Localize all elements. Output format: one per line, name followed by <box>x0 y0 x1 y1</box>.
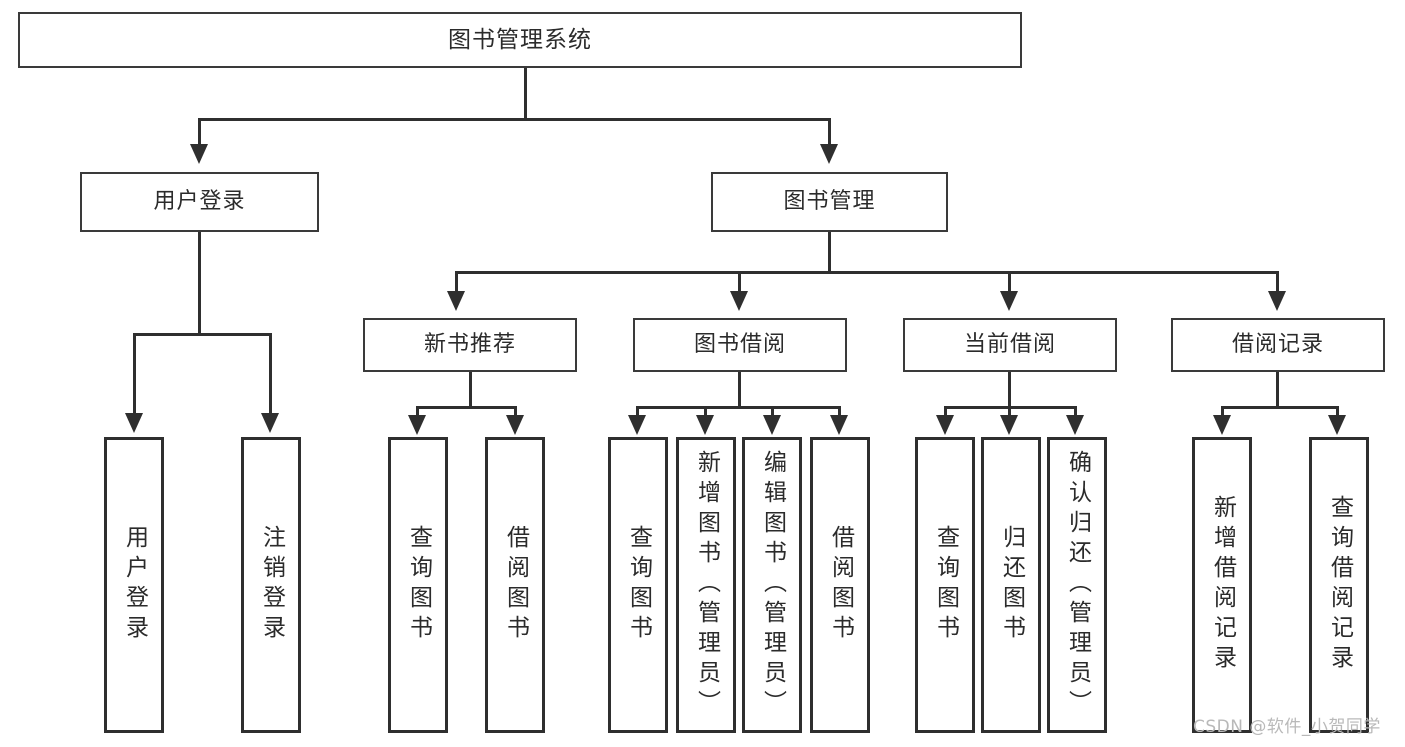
arrowhead-bb-to-leaf-1 <box>628 415 646 435</box>
connector-nbr-to-leaf-2 <box>514 406 517 417</box>
node-book-borrow[interactable]: 图书借阅 <box>633 318 847 372</box>
node-label: 归还图书 <box>998 525 1025 645</box>
leaf-user-login[interactable]: 用户登录 <box>104 437 164 733</box>
connector-cb-to-leaf-2 <box>1008 406 1011 417</box>
leaf-borrow-book-new-recommend[interactable]: 借阅图书 <box>485 437 545 733</box>
node-label: 借阅记录 <box>1231 332 1324 358</box>
node-label: 查询图书 <box>625 525 652 645</box>
connector-nbr-to-leaf-1 <box>416 406 419 417</box>
connector-borrow-record-bar <box>1221 406 1339 409</box>
node-user-login[interactable]: 用户登录 <box>80 172 319 232</box>
connector-bb-to-leaf-2 <box>704 406 707 417</box>
arrowhead-br-to-leaf-1 <box>1213 415 1231 435</box>
node-label: 借阅图书 <box>827 525 854 645</box>
connector-cb-to-leaf-3 <box>1074 406 1077 417</box>
leaf-add-book-admin[interactable]: 新增图书（管理员） <box>676 437 736 733</box>
arrowhead-cb-to-leaf-1 <box>936 415 954 435</box>
leaf-query-book-borrow[interactable]: 查询图书 <box>608 437 668 733</box>
connector-bm-to-current-borrow <box>1008 271 1011 293</box>
node-label: 用户登录 <box>121 525 148 645</box>
connector-user-login-stem <box>198 232 201 335</box>
node-label: 查询图书 <box>932 525 959 645</box>
node-label: 用户登录 <box>153 189 246 215</box>
connector-cb-to-leaf-1 <box>944 406 947 417</box>
watermark-text: CSDN @软件_小贺同学 <box>1193 717 1381 737</box>
leaf-query-book-new-recommend[interactable]: 查询图书 <box>388 437 448 733</box>
node-new-book-recommend[interactable]: 新书推荐 <box>363 318 577 372</box>
connector-book-management-stem <box>828 232 831 273</box>
connector-new-book-recommend-stem <box>469 372 472 409</box>
arrowhead-user-login-to-leaf-2 <box>261 413 279 433</box>
arrowhead-bm-to-borrow-record <box>1268 291 1286 311</box>
leaf-borrow-book[interactable]: 借阅图书 <box>810 437 870 733</box>
connector-user-login-to-leaf-1 <box>133 333 136 415</box>
node-borrow-record[interactable]: 借阅记录 <box>1171 318 1385 372</box>
node-label: 当前借阅 <box>963 332 1056 358</box>
connector-user-login-to-leaf-2 <box>269 333 272 415</box>
connector-bm-to-borrow-record <box>1276 271 1279 293</box>
node-label: 图书管理系统 <box>448 26 592 53</box>
leaf-return-book[interactable]: 归还图书 <box>981 437 1041 733</box>
connector-new-book-recommend-bar <box>416 406 517 409</box>
connector-current-borrow-stem <box>1008 372 1011 409</box>
arrowhead-bm-to-book-borrow <box>730 291 748 311</box>
arrowhead-br-to-leaf-2 <box>1328 415 1346 435</box>
node-label: 编辑图书（管理员） <box>759 450 786 720</box>
leaf-query-book-current[interactable]: 查询图书 <box>915 437 975 733</box>
arrowhead-bm-to-new-book-recommend <box>447 291 465 311</box>
connector-user-login-bar <box>133 333 272 336</box>
connector-root-bar <box>198 118 829 121</box>
node-label: 图书借阅 <box>693 332 786 358</box>
connector-br-to-leaf-2 <box>1336 406 1339 417</box>
node-label: 图书管理 <box>783 189 876 215</box>
leaf-confirm-return-admin[interactable]: 确认归还（管理员） <box>1047 437 1107 733</box>
arrowhead-cb-to-leaf-2 <box>1000 415 1018 435</box>
connector-borrow-record-stem <box>1276 372 1279 409</box>
arrowhead-root-to-user-login <box>190 144 208 164</box>
arrowhead-nbr-to-leaf-2 <box>506 415 524 435</box>
connector-bb-to-leaf-1 <box>636 406 639 417</box>
node-book-management[interactable]: 图书管理 <box>711 172 948 232</box>
connector-root-stem <box>524 68 527 120</box>
connector-bm-to-new-book-recommend <box>455 271 458 293</box>
leaf-add-borrow-record[interactable]: 新增借阅记录 <box>1192 437 1252 733</box>
arrowhead-bm-to-current-borrow <box>1000 291 1018 311</box>
node-label: 新增借阅记录 <box>1209 495 1236 675</box>
node-label: 借阅图书 <box>502 525 529 645</box>
connector-book-management-bar <box>455 271 1279 274</box>
connector-book-borrow-stem <box>738 372 741 409</box>
connector-book-borrow-bar <box>636 406 840 409</box>
node-label: 查询借阅记录 <box>1326 495 1353 675</box>
node-root-book-management-system[interactable]: 图书管理系统 <box>18 12 1022 68</box>
leaf-query-borrow-record[interactable]: 查询借阅记录 <box>1309 437 1369 733</box>
connector-bm-to-book-borrow <box>738 271 741 293</box>
node-label: 查询图书 <box>405 525 432 645</box>
node-current-borrow[interactable]: 当前借阅 <box>903 318 1117 372</box>
node-label: 注销登录 <box>258 525 285 645</box>
leaf-edit-book-admin[interactable]: 编辑图书（管理员） <box>742 437 802 733</box>
leaf-logout-login[interactable]: 注销登录 <box>241 437 301 733</box>
connector-br-to-leaf-1 <box>1221 406 1224 417</box>
connector-bb-to-leaf-3 <box>771 406 774 417</box>
connector-bb-to-leaf-4 <box>838 406 841 417</box>
node-label: 新增图书（管理员） <box>693 450 720 720</box>
connector-root-to-user-login <box>198 118 201 146</box>
arrowhead-cb-to-leaf-3 <box>1066 415 1084 435</box>
arrowhead-bb-to-leaf-2 <box>696 415 714 435</box>
node-label: 确认归还（管理员） <box>1064 450 1091 720</box>
arrowhead-bb-to-leaf-4 <box>830 415 848 435</box>
arrowhead-nbr-to-leaf-1 <box>408 415 426 435</box>
arrowhead-bb-to-leaf-3 <box>763 415 781 435</box>
arrowhead-root-to-book-management <box>820 144 838 164</box>
arrowhead-user-login-to-leaf-1 <box>125 413 143 433</box>
node-label: 新书推荐 <box>423 332 516 358</box>
connector-root-to-book-management <box>828 118 831 146</box>
